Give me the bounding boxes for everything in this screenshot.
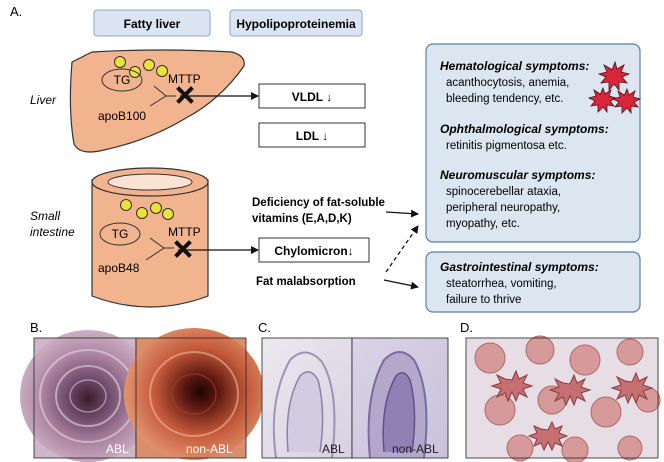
chylomicron-box bbox=[258, 237, 370, 263]
intestine-tg-label: TG bbox=[112, 227, 129, 241]
liver-tg-label: TG bbox=[114, 73, 131, 87]
endoscopy-non-abl-image bbox=[124, 328, 264, 460]
panel-label-d: D. bbox=[460, 320, 473, 335]
vldl-label: VLDL ↓ bbox=[292, 90, 332, 104]
neuromuscular-title: Neuromuscular symptoms: bbox=[440, 168, 595, 182]
deficiency-label-line1: Deficiency of fat-soluble bbox=[252, 197, 385, 209]
hypolipoproteinemia-header-box bbox=[229, 9, 363, 37]
blood-smear-image bbox=[465, 335, 661, 462]
panel-label-a: A. bbox=[10, 4, 22, 19]
panel-c-abl-caption: ABL bbox=[322, 442, 345, 456]
ldl-box bbox=[258, 122, 366, 148]
intestine-organ-label-line2: intestine bbox=[30, 225, 75, 239]
deficiency-label-line2: vitamins (E,A,D,K) bbox=[252, 213, 352, 225]
panel-c-non-abl-caption: non-ABL bbox=[392, 442, 439, 456]
neuromuscular-line1: spinocerebellar ataxia, bbox=[446, 186, 561, 198]
histology-abl-image bbox=[261, 337, 353, 459]
endoscopy-abl-image bbox=[20, 330, 156, 462]
intestine-mttp-label: MTTP bbox=[168, 225, 201, 239]
panel-label-c: C. bbox=[258, 320, 271, 335]
deficiency-arrow bbox=[385, 209, 419, 218]
liver-block-x-icon bbox=[176, 86, 194, 104]
liver-organ-label: Liver bbox=[30, 93, 57, 107]
gi-line1: steatorrhea, vomiting, bbox=[446, 278, 557, 290]
gi-line2: failure to thrive bbox=[446, 294, 521, 306]
panel-b-abl-caption: ABL bbox=[106, 442, 129, 456]
acanthocyte-icons bbox=[587, 60, 642, 115]
chylomicron-label: Chylomicron↓ bbox=[274, 244, 353, 258]
liver-apob-lines bbox=[149, 85, 176, 107]
liver-tg-ellipse bbox=[101, 68, 143, 92]
liver-apob100-label: apoB100 bbox=[98, 109, 146, 123]
malabsorption-to-systemic-dashed-arrow bbox=[385, 225, 419, 273]
ophthalmological-title: Ophthalmological symptoms: bbox=[440, 122, 609, 136]
ldl-label: LDL ↓ bbox=[296, 129, 328, 143]
panel-label-b: B. bbox=[30, 320, 42, 335]
hematological-line1: acanthocytosis, anemia, bbox=[446, 77, 569, 89]
gi-symptoms-box bbox=[425, 251, 641, 313]
intestine-shape bbox=[91, 167, 209, 308]
fatty-liver-header-box bbox=[93, 9, 211, 37]
intestine-block-x-icon bbox=[174, 240, 192, 258]
histology-non-abl-image bbox=[351, 337, 449, 459]
intestine-apob48-label: apoB48 bbox=[98, 261, 140, 275]
gi-title: Gastrointestinal symptoms: bbox=[440, 260, 599, 274]
intestine-organ-label-line1: Small bbox=[30, 209, 60, 223]
intestine-fat-droplets bbox=[120, 199, 174, 220]
fatty-liver-header: Fatty liver bbox=[124, 17, 181, 31]
hematological-line2: bleeding tendency, etc. bbox=[446, 93, 563, 105]
ophthalmological-line1: retinitis pigmentosa etc. bbox=[446, 140, 567, 152]
neuromuscular-line2: peripheral neuropathy, bbox=[446, 202, 560, 214]
hematological-title: Hematological symptoms: bbox=[440, 59, 589, 73]
malabsorption-label: Fat malabsorption bbox=[256, 276, 356, 288]
vldl-box bbox=[258, 83, 366, 109]
malabsorption-to-gi-arrow bbox=[383, 279, 419, 290]
panel-b-non-abl-caption: non-ABL bbox=[186, 442, 233, 456]
neuromuscular-line3: myopathy, etc. bbox=[446, 218, 520, 230]
liver-mttp-label: MTTP bbox=[168, 72, 201, 86]
intestine-tg-ellipse bbox=[99, 222, 141, 246]
liver-fat-droplets bbox=[114, 56, 168, 78]
intestine-apob-lines bbox=[145, 237, 174, 261]
systemic-symptoms-box bbox=[425, 43, 641, 243]
hypolipoproteinemia-header: Hypolipoproteinemia bbox=[236, 17, 356, 31]
